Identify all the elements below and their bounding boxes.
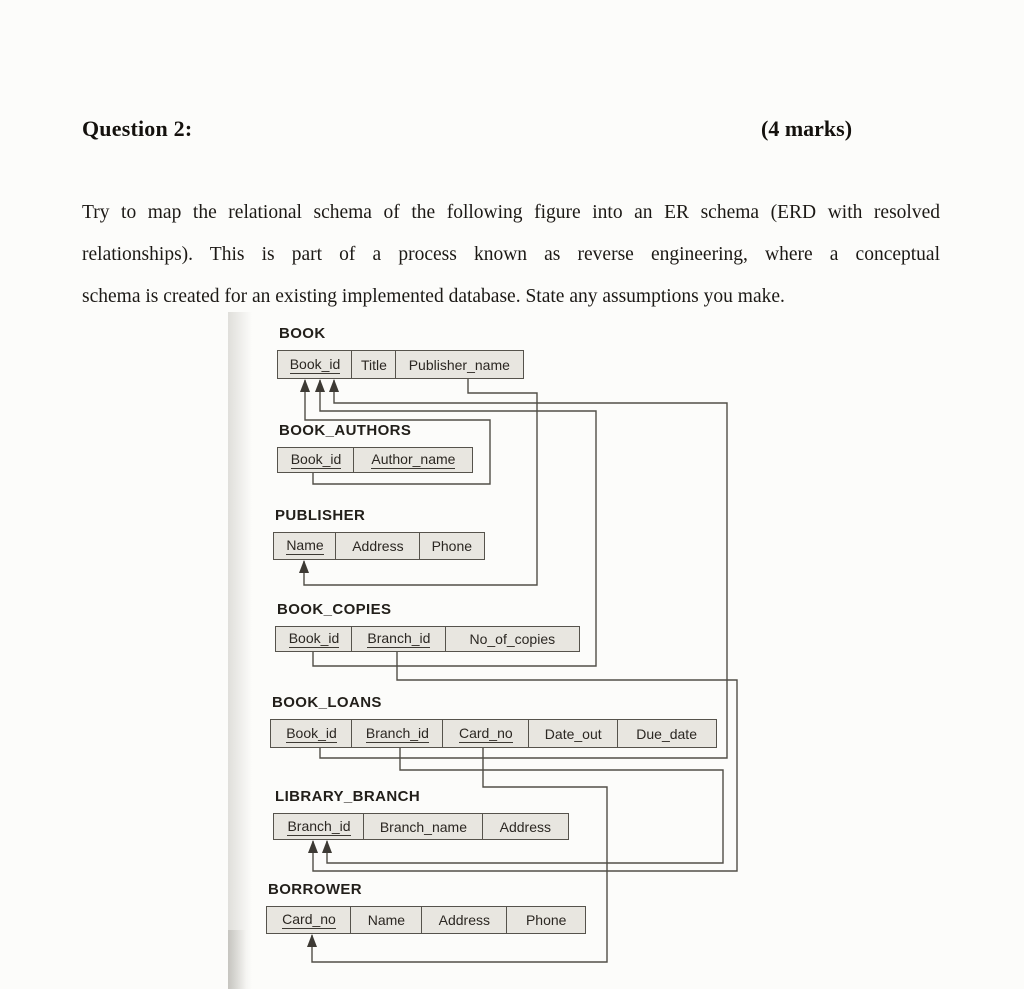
- scan-artifact-smudge: [228, 930, 246, 989]
- table-name-book_authors: BOOK_AUTHORS: [279, 422, 412, 439]
- key-attribute-label: Card_no: [282, 911, 336, 929]
- column-cell-book_loans-date_out: Date_out: [528, 719, 619, 748]
- column-cell-book-publisher_name: Publisher_name: [394, 350, 524, 379]
- key-attribute-label: Author_name: [371, 451, 456, 469]
- attribute-label: Publisher_name: [408, 356, 510, 373]
- paragraph-line-2: relationships). This is part of a proces…: [82, 244, 940, 265]
- attribute-label: Phone: [525, 912, 567, 928]
- column-cell-library_branch-branch_name: Branch_name: [363, 813, 484, 840]
- table-row-book_loans: Book_id Branch_id Card_no Date_out Due_date: [270, 719, 717, 748]
- key-attribute-label: Branch_id: [367, 630, 431, 648]
- table-name-borrower: BORROWER: [268, 881, 363, 898]
- column-cell-borrower-name: Name: [350, 906, 423, 934]
- paragraph-line-3: schema is created for an existing implem…: [82, 286, 785, 307]
- column-cell-book_loans-card_no: Card_no: [441, 719, 530, 748]
- question-paragraph: Try to map the relational schema of the …: [82, 192, 940, 318]
- marks-badge: (4 marks): [761, 116, 853, 141]
- table-row-book_copies: Book_id Branch_id No_of_copies: [275, 626, 580, 652]
- column-cell-book_loans-book_id: Book_id: [270, 719, 353, 748]
- table-row-library_branch: Branch_id Branch_name Address: [273, 813, 569, 840]
- column-cell-borrower-phone: Phone: [506, 906, 587, 934]
- key-attribute-label: Book_id: [286, 724, 337, 743]
- attribute-label: Address: [499, 818, 551, 835]
- key-attribute-label: Card_no: [458, 724, 513, 743]
- attribute-label: Address: [352, 538, 404, 554]
- attribute-label: Date_out: [544, 725, 602, 742]
- key-attribute-label: Book_id: [290, 451, 342, 469]
- key-attribute-label: Branch_id: [365, 724, 429, 743]
- attribute-label: Branch_name: [379, 818, 467, 835]
- scan-artifact-streak: [228, 312, 252, 989]
- paragraph-line-1: Try to map the relational schema of the …: [82, 202, 940, 223]
- attribute-label: Name: [367, 912, 406, 928]
- fk-line-book_loans-branch_id-to-library_branch-branch_id: [322, 748, 724, 864]
- table-name-library_branch: LIBRARY_BRANCH: [275, 788, 421, 805]
- attribute-label: Title: [360, 356, 387, 373]
- column-cell-library_branch-branch_id: Branch_id: [273, 813, 365, 840]
- column-cell-borrower-address: Address: [420, 906, 508, 934]
- attribute-label: Address: [438, 912, 490, 928]
- column-cell-book_copies-no_of_copies: No_of_copies: [444, 626, 580, 652]
- column-cell-publisher-phone: Phone: [418, 532, 485, 560]
- table-name-book_copies: BOOK_COPIES: [277, 601, 392, 618]
- table-name-book_loans: BOOK_LOANS: [272, 694, 382, 711]
- table-row-book: Book_id Title Publisher_name: [277, 350, 524, 379]
- key-attribute-label: Branch_id: [287, 817, 351, 836]
- key-attribute-label: Book_id: [288, 630, 340, 648]
- column-cell-borrower-card_no: Card_no: [266, 906, 352, 934]
- column-cell-publisher-address: Address: [335, 532, 421, 560]
- column-cell-book_authors-book_id: Book_id: [277, 447, 355, 473]
- column-cell-publisher-name: Name: [273, 532, 337, 560]
- key-attribute-label: Book_id: [289, 355, 341, 374]
- table-name-book: BOOK: [279, 325, 326, 342]
- column-cell-book_authors-author_name: Author_name: [353, 447, 474, 473]
- table-row-book_authors: Book_id Author_name: [277, 447, 474, 473]
- column-cell-book_loans-branch_id: Branch_id: [351, 719, 444, 748]
- column-cell-book_copies-branch_id: Branch_id: [351, 626, 447, 652]
- table-row-borrower: Card_no Name Address Phone: [266, 906, 587, 934]
- table-name-publisher: PUBLISHER: [275, 507, 366, 524]
- question-number-heading: Question 2:: [82, 116, 193, 141]
- column-cell-library_branch-address: Address: [481, 813, 569, 840]
- column-cell-book-book_id: Book_id: [277, 350, 353, 379]
- attribute-label: Due_date: [636, 725, 697, 742]
- attribute-label: No_of_copies: [469, 631, 556, 647]
- attribute-label: Phone: [431, 538, 473, 554]
- column-cell-book_copies-book_id: Book_id: [275, 626, 353, 652]
- column-cell-book-title: Title: [351, 350, 397, 379]
- key-attribute-label: Name: [286, 537, 324, 555]
- table-row-publisher: Name Address Phone: [273, 532, 485, 560]
- column-cell-book_loans-due_date: Due_date: [616, 719, 717, 748]
